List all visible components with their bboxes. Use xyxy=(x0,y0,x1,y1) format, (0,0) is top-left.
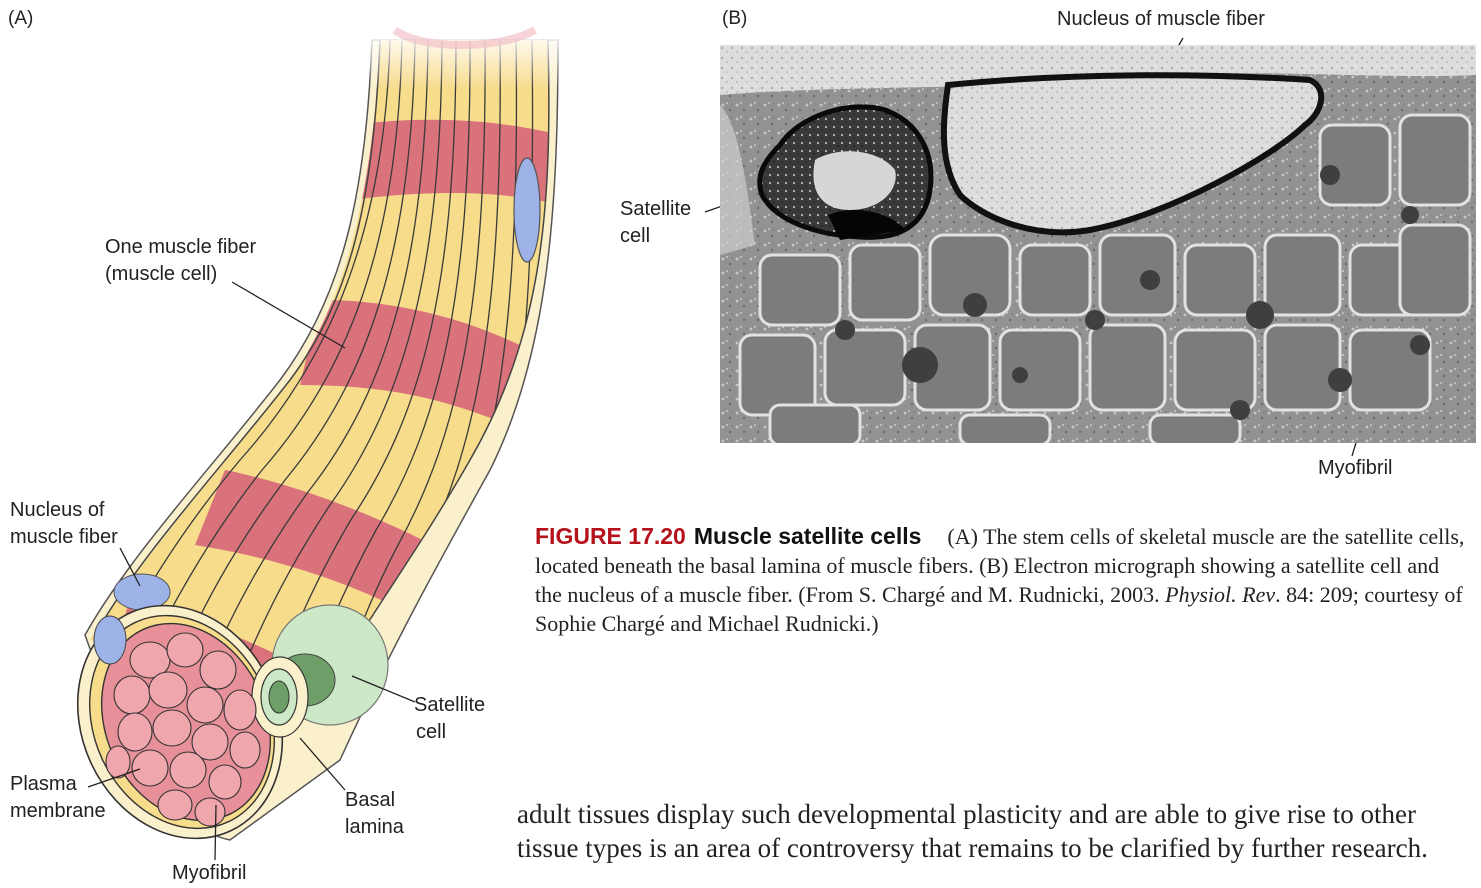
label-myofibril-b: Myofibril xyxy=(1318,455,1392,482)
label-line: Basal xyxy=(345,787,404,814)
label-basal-lamina: Basal lamina xyxy=(345,787,404,841)
label-one-muscle-fiber: One muscle fiber (muscle cell) xyxy=(105,234,256,288)
label-line: Satellite xyxy=(620,196,691,223)
label-line: cell xyxy=(620,223,691,250)
label-line: Nucleus of xyxy=(10,497,118,524)
figure-title: Muscle satellite cells xyxy=(694,523,922,549)
fiber-nucleus-bottom xyxy=(114,574,170,610)
figure-number: FIGURE 17.20 xyxy=(535,523,686,549)
micrograph-image xyxy=(720,45,1476,443)
body-paragraph: adult tissues display such developmental… xyxy=(517,797,1477,865)
label-plasma-membrane: Plasma membrane xyxy=(10,771,106,825)
label-line: muscle fiber xyxy=(10,524,118,551)
label-myofibril-a: Myofibril xyxy=(172,860,246,887)
electron-micrograph xyxy=(720,45,1476,443)
label-line: lamina xyxy=(345,814,404,841)
panel-b-label: (B) xyxy=(722,8,747,30)
fiber-nucleus-top xyxy=(514,158,540,262)
label-line: cell xyxy=(414,719,485,746)
label-line: Satellite xyxy=(414,692,485,719)
cross-section-nucleus xyxy=(94,616,126,664)
label-line: (muscle cell) xyxy=(105,261,256,288)
label-line: One muscle fiber xyxy=(105,234,256,261)
label-nucleus-of-muscle-fiber-a: Nucleus of muscle fiber xyxy=(10,497,118,551)
caption-journal: Physiol. Rev xyxy=(1165,582,1275,607)
label-nucleus-of-muscle-fiber-b: Nucleus of muscle fiber xyxy=(1057,6,1265,33)
label-line: Plasma xyxy=(10,771,106,798)
label-line: membrane xyxy=(10,798,106,825)
label-satellite-cell-a: Satellite cell xyxy=(414,692,485,746)
label-satellite-cell-b: Satellite cell xyxy=(620,196,691,250)
